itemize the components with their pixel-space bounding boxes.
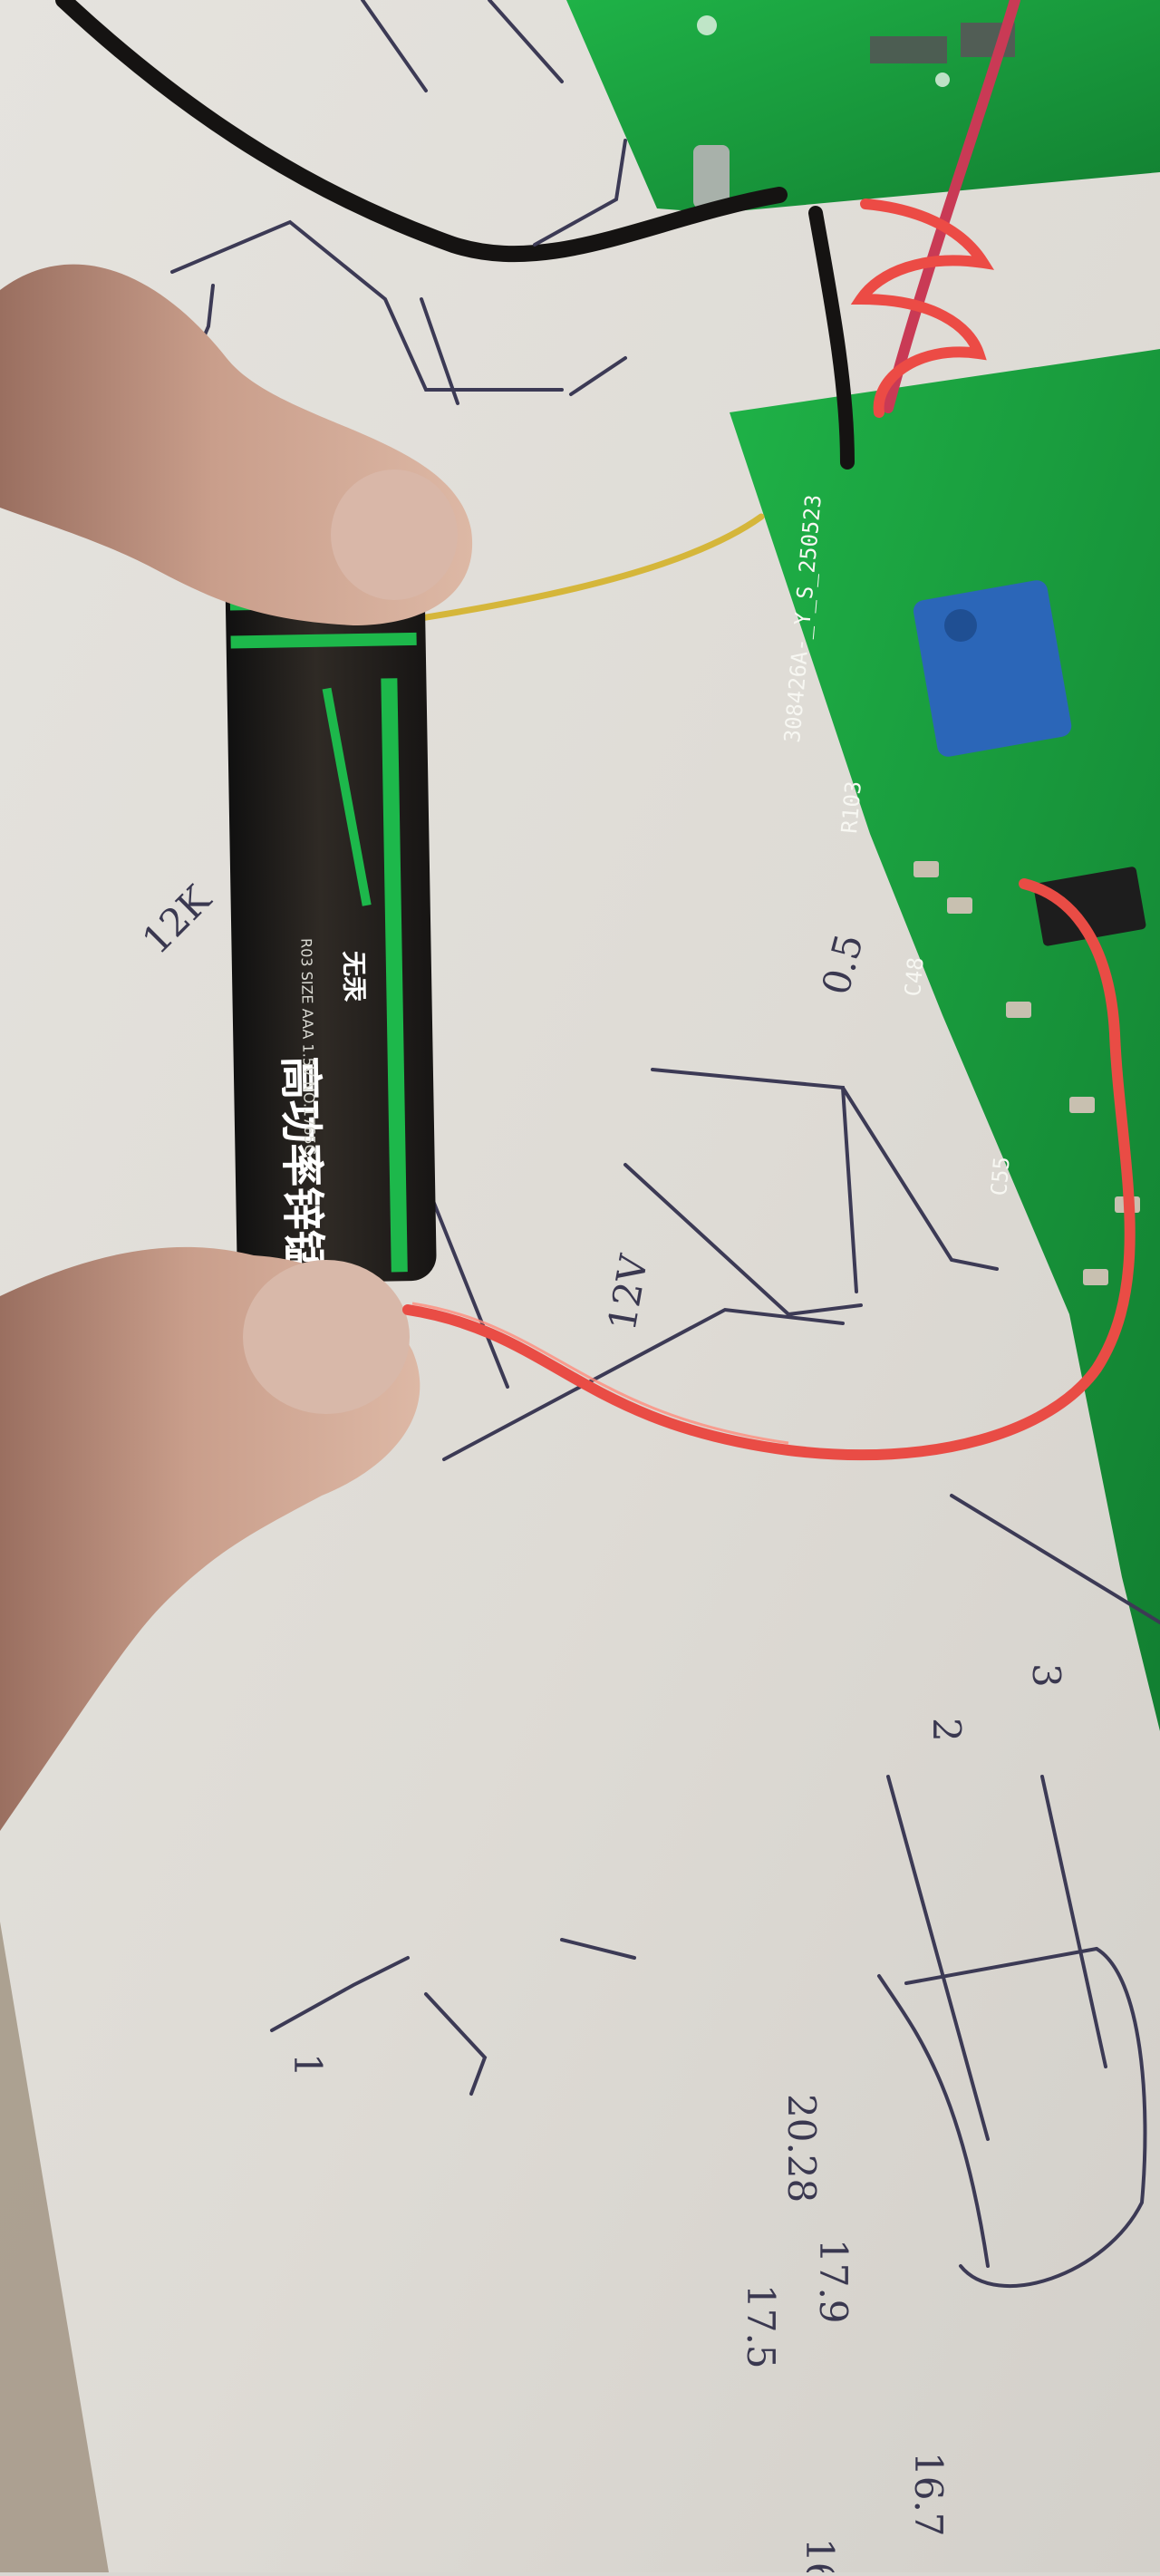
svg-text:R103: R103 [836,780,866,835]
table-edge [0,1922,109,2572]
battery-green-label: 无汞 [339,951,370,1003]
upper-fingernail [331,470,458,600]
note-17-9: 17.9 [811,2239,856,2324]
note-16-3: 16.3 [798,2538,842,2572]
note-1: 1 [285,2053,330,2077]
note-17-5: 17.5 [739,2284,783,2369]
red-wire-highlight [411,1302,789,1445]
black-wire [55,0,788,263]
schematic-sketch [170,0,1160,2289]
svg-text:C55: C55 [986,1156,1015,1197]
note-3: 3 [1024,1663,1068,1688]
red-wire-upper [883,0,1020,413]
coil-wire [850,199,995,418]
note-16-7: 16.7 [906,2452,951,2537]
battery-small-label: R03 SIZE AAA 1.5V NO.1765C [297,938,318,1155]
black-wire-2 [808,206,855,470]
top-pcb [566,0,1160,213]
battery: 高功率锌锰干电池 无汞 R03 SIZE AAA 1.5V NO.1765C [225,565,437,1405]
yellow-wire [400,513,765,625]
lower-fingernail [243,1260,410,1414]
note-2: 2 [924,1718,969,1742]
red-wire [402,878,1136,1461]
note-20-28: 20.28 [779,2094,824,2203]
right-pcb: 308426A-_Y_S_250523 R103 C48 C55 [730,349,1160,1731]
svg-text:C48: C48 [900,956,929,998]
